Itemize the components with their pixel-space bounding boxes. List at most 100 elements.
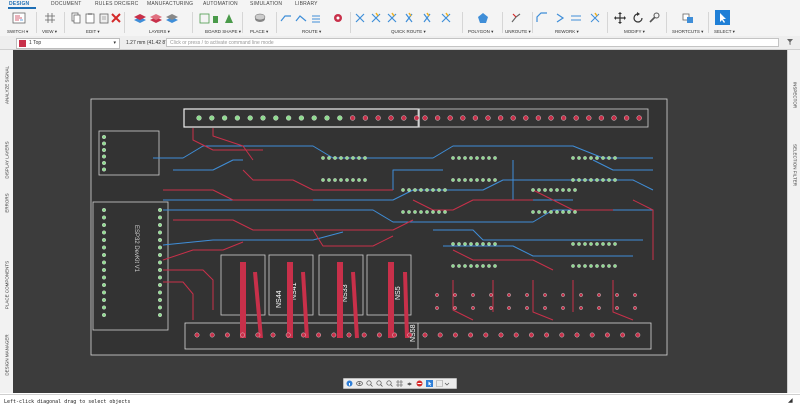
panel-tab-analyze-signal[interactable]: ANALYZE SIGNAL [4,66,9,104]
resize-grip-icon[interactable]: ◢ [788,398,793,404]
polygon-group[interactable]: POLYGON ▾ [465,9,501,36]
pad [101,305,106,310]
trace [392,169,443,190]
edit-group: EDIT ▾ [66,9,122,36]
pad [101,290,106,295]
pad [510,115,516,121]
paste-icon[interactable] [84,12,96,24]
zoom-in-icon[interactable] [366,380,373,387]
selection-mode-icon[interactable] [436,380,450,387]
modify-group[interactable]: MODIFY ▾ [612,9,664,36]
pad [101,141,106,146]
panel-tab-inspector[interactable]: INSPECTOR [792,81,797,109]
tab-rules-drc-erc[interactable]: RULES DRC/ERC [95,1,139,7]
tab-design[interactable]: DESIGN [9,1,30,7]
shortcuts-group[interactable]: SHORTCUTS ▾ [670,9,706,36]
pad [337,115,343,121]
pad [194,332,200,338]
pad [209,332,215,338]
tab-document[interactable]: DOCUMENT [51,1,82,7]
pad [316,332,321,338]
panel-tab-selection-filter[interactable]: SELECTION FILTER [792,144,797,186]
pad [537,210,541,214]
board-shape-group[interactable]: BOARD SHAPE ▾ [195,9,241,36]
panel-tab-errors[interactable]: ERRORS [4,193,9,213]
pointer-mode-icon[interactable] [426,380,433,387]
pad [419,188,423,192]
switch-label: SWITCH ▾ [7,29,29,34]
board-outline [90,98,668,356]
pad [607,156,611,160]
tab-manufacturing[interactable]: MANUFACTURING [147,1,194,7]
pad [157,230,162,235]
separator [350,12,351,33]
trace [433,229,643,241]
clipboard-icon[interactable] [98,12,110,24]
pad [460,115,466,121]
polygon-icon [478,13,488,23]
pad [101,147,106,152]
panel-tab-design-manager[interactable]: DESIGN MANAGER [4,334,9,376]
board-shape-icon [199,13,233,24]
pcb-board[interactable]: ESP32 DevKit V1 NS47 NS44 NS41 NS33 NS5 … [13,50,787,393]
tab-simulation[interactable]: SIMULATION [250,1,283,7]
eye-icon[interactable] [356,380,363,387]
info-icon[interactable] [346,380,353,387]
trace [253,271,263,339]
zoom-fit-icon[interactable] [386,380,393,387]
pad [489,306,493,310]
layers-toggle-icon[interactable] [406,380,413,387]
pad [224,332,230,338]
pad [327,178,331,182]
pad [472,115,479,121]
trace [301,271,309,339]
pad [475,242,479,246]
panel-tab-place-components[interactable]: PLACE COMPONENTS [4,260,9,310]
grid-toggle-icon[interactable] [396,380,403,387]
esp32-module[interactable] [92,201,169,331]
command-line-input[interactable]: Click or press / to activate command lin… [166,38,779,47]
pad [435,293,439,297]
pad [333,156,337,160]
copy-icon[interactable] [70,12,82,24]
pad [507,293,511,297]
pad [595,264,599,268]
route-group[interactable]: ROUTE ▾ [280,9,348,36]
polygon-label: POLYGON ▾ [468,29,494,34]
pad [451,178,455,182]
quick-route-group[interactable]: QUICK ROUTE ▾ [354,9,460,36]
pad [255,332,261,338]
select-arrow-icon [715,10,730,25]
rework-group[interactable]: REWORK ▾ [535,9,605,36]
pad [209,115,215,121]
pad [157,252,162,257]
trace [351,271,359,339]
design-canvas[interactable]: ESP32 DevKit V1 NS47 NS44 NS41 NS33 NS5 … [13,50,787,393]
pad [607,178,611,182]
place-group[interactable]: PLACE ▾ [246,9,276,36]
delete-icon[interactable] [110,12,122,24]
pad [601,242,605,246]
pad [425,188,429,192]
layer-select[interactable]: 1 Top ▾ [16,38,120,49]
command-filter-icon[interactable] [786,38,794,46]
select-group[interactable]: SELECT ▾ [712,9,738,36]
unroute-group[interactable]: UNROUTE ▾ [505,9,531,36]
pad [633,293,637,297]
switch-group[interactable]: SWITCH ▾ [4,9,34,36]
pad [549,188,553,192]
pad [475,178,479,182]
layers-group[interactable]: LAYERS ▾ [128,9,190,36]
status-bar: Left-click diagonal drag to select objec… [0,394,800,409]
pad [571,156,575,160]
pad [351,156,355,160]
place-icon [254,13,266,22]
pad [157,313,162,318]
drc-error-icon[interactable] [416,380,423,387]
tab-automation[interactable]: AUTOMATION [203,1,238,7]
move-icon [614,12,626,24]
tab-library[interactable]: LIBRARY [295,1,318,7]
sensor-module[interactable] [98,130,160,176]
zoom-out-icon[interactable] [376,380,383,387]
view-group[interactable]: VIEW ▾ [38,9,64,36]
